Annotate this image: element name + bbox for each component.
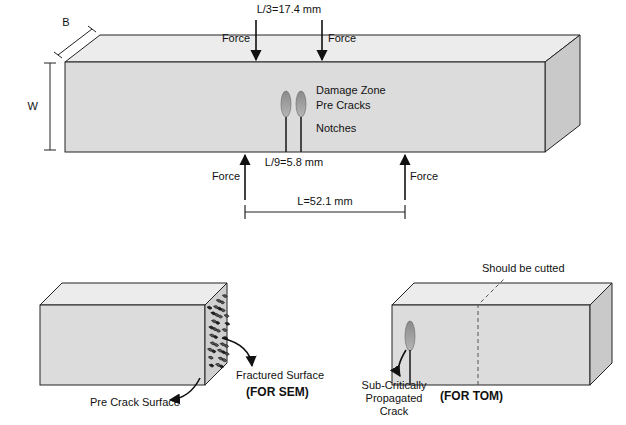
fracture-mark (212, 320, 217, 323)
propagated-crack (405, 321, 415, 385)
annotation-label: Force (222, 32, 250, 45)
annotation-label: (FOR TOM) (440, 390, 503, 403)
fracture-mark (224, 314, 229, 317)
fracture-mark (207, 306, 212, 309)
fracture-mark (208, 356, 213, 359)
annotation-label: Pre Crack Surface (90, 396, 180, 409)
fracture-mark (210, 342, 215, 345)
fracture-mark (216, 299, 221, 302)
annotation-label: Pre Cracks (316, 99, 370, 112)
annotation-label: (FOR SEM) (246, 386, 309, 399)
annotation-label: Damage Zone (316, 84, 386, 97)
fracture-mark (209, 364, 214, 367)
annotation-label: L/3=17.4 mm (257, 3, 322, 16)
fracture-mark (225, 322, 230, 325)
annotation-label: Fractured Surface (236, 369, 324, 382)
annotation-label: Force (328, 32, 356, 45)
fracture-mark (208, 348, 213, 351)
fracture-mark (210, 334, 215, 337)
fracture-mark (211, 312, 216, 315)
force-arrows (245, 20, 405, 200)
fracture-mark (216, 363, 221, 366)
l-dimension (245, 205, 405, 219)
annotation-label: Notches (316, 122, 356, 135)
annotation-label: L=52.1 mm (297, 195, 352, 208)
annotation-label: Force (212, 170, 240, 183)
notch-group (281, 91, 306, 152)
fracture-texture (207, 295, 230, 368)
annotation-label: W (28, 100, 38, 113)
tom-piece (392, 283, 612, 385)
fracture-mark (222, 295, 227, 298)
fracture-mark (214, 306, 219, 309)
fracture-mark (222, 329, 227, 332)
w-dimension (44, 63, 56, 150)
annotation-label: Force (410, 170, 438, 183)
fracture-mark (217, 349, 222, 352)
annotation-label: Should be cutted (482, 262, 565, 275)
fracture-mark (209, 326, 214, 329)
fracture-mark (220, 343, 225, 346)
sem-piece (40, 283, 227, 385)
annotation-label: B (62, 16, 69, 29)
cut-line (478, 278, 505, 385)
annotation-label: Sub-Critically Propagated Crack (352, 379, 436, 418)
fracture-mark (218, 357, 223, 360)
annotation-label: L/9=5.8 mm (265, 156, 323, 169)
b-dimension (54, 26, 96, 58)
